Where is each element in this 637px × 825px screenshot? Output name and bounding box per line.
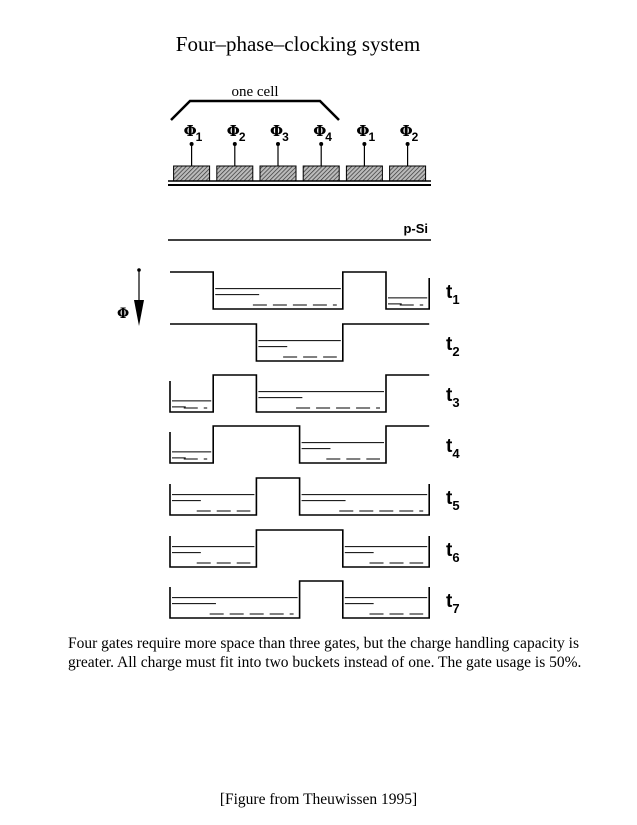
potential-well-row-t1: t1 xyxy=(170,271,460,310)
time-step-label: t7 xyxy=(446,591,460,616)
time-step-label: t4 xyxy=(446,436,460,461)
potential-profile xyxy=(169,374,430,413)
gate-electrode xyxy=(302,165,340,182)
gate-4: Φ4 xyxy=(302,122,340,182)
time-step-label: t6 xyxy=(446,540,460,565)
gate-phase-label: Φ3 xyxy=(270,122,289,144)
gate-electrode xyxy=(173,165,211,182)
gate-2: Φ2 xyxy=(216,122,254,182)
potential-well-row-t4: t4 xyxy=(169,425,460,464)
potential-well-row-t7: t7 xyxy=(169,580,460,619)
time-step-label: t2 xyxy=(446,334,460,359)
time-step-label: t3 xyxy=(446,385,460,410)
gate-electrode xyxy=(259,165,297,182)
gate-phase-label: Φ1 xyxy=(184,122,203,144)
time-step-label: t5 xyxy=(446,488,460,513)
gate-1: Φ1 xyxy=(173,122,211,182)
potential-axis-label: Φ xyxy=(117,306,129,322)
potential-profile xyxy=(170,323,430,362)
time-step-label: t1 xyxy=(446,282,460,307)
description-text: Four gates require more space than three… xyxy=(68,635,582,671)
potential-well-row-t6: t6 xyxy=(169,529,460,568)
gate-contact xyxy=(362,142,367,146)
one-cell-bracket xyxy=(170,99,340,121)
gate-5: Φ1 xyxy=(345,122,383,182)
gate-contact xyxy=(189,142,194,146)
gate-6: Φ2 xyxy=(389,122,427,182)
page-title: Four–phase–clocking system xyxy=(175,32,421,56)
potential-profile xyxy=(169,477,430,516)
gate-contact xyxy=(405,142,410,146)
potential-profile xyxy=(169,580,430,619)
four-phase-ccd-diagram: one cell Φ1 Φ2 Φ3 Φ4 Φ1 Φ2 p-Si Φ t1 t2 t3 t4 t5 t… xyxy=(117,84,460,619)
figure-caption: [Figure from Theuwissen 1995] xyxy=(219,791,418,808)
substrate-label: p-Si xyxy=(403,221,428,236)
one-cell-label: one cell xyxy=(231,84,278,100)
potential-well-row-t3: t3 xyxy=(169,374,460,413)
gate-phase-label: Φ1 xyxy=(356,122,375,144)
gate-contact xyxy=(276,142,280,146)
gate-3: Φ3 xyxy=(259,122,297,182)
gate-phase-label: Φ2 xyxy=(227,122,246,144)
gate-electrode xyxy=(345,165,383,182)
gate-contact xyxy=(232,142,237,146)
potential-profile xyxy=(169,529,430,568)
potential-axis-arrow-icon xyxy=(134,268,144,326)
gate-electrode xyxy=(389,165,427,182)
potential-profile xyxy=(169,425,430,464)
gate-contact xyxy=(319,142,324,146)
potential-profile xyxy=(170,271,430,310)
gate-phase-label: Φ4 xyxy=(313,122,332,144)
gate-phase-label: Φ2 xyxy=(400,122,419,144)
potential-well-row-t2: t2 xyxy=(170,323,460,362)
gate-electrode xyxy=(216,165,254,182)
potential-well-row-t5: t5 xyxy=(169,477,460,516)
